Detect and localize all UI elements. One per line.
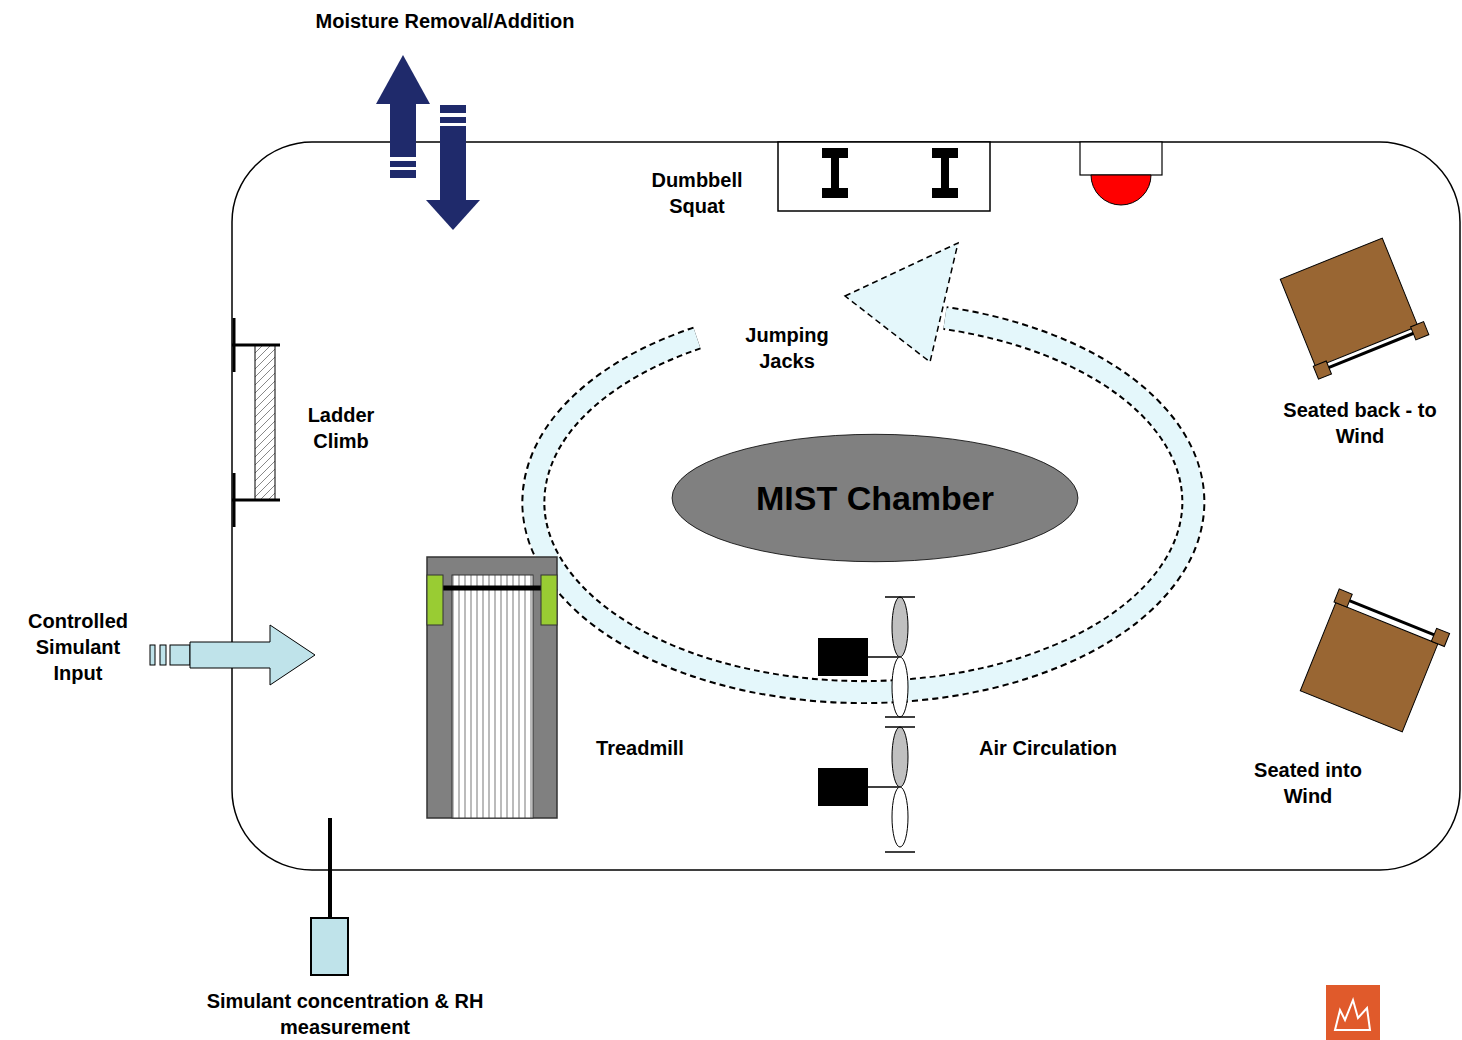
room-outline	[232, 142, 1460, 870]
station-label: Controlled Simulant Input	[18, 608, 138, 686]
logo-fragment	[1326, 985, 1380, 1040]
station-label: Simulant concentration & RH measurement	[195, 988, 495, 1040]
station-label: Air Circulation	[938, 735, 1158, 761]
chair-into-wind	[1298, 589, 1449, 735]
dumbbell-station	[778, 142, 990, 211]
warning-light	[1080, 142, 1162, 205]
chair-back-to-wind	[1278, 235, 1428, 379]
measurement-probe	[311, 818, 348, 975]
simulant-input-arrow	[150, 625, 315, 685]
station-label: Dumbbell Squat	[637, 167, 757, 219]
station-label: Seated back - to Wind	[1262, 397, 1458, 449]
station-label: Jumping Jacks	[727, 322, 847, 374]
station-label: Moisture Removal/Addition	[235, 8, 655, 34]
station-label: Ladder Climb	[286, 402, 396, 454]
station-label: Seated into Wind	[1233, 757, 1383, 809]
moisture-arrows	[376, 55, 480, 230]
ladder	[232, 318, 280, 527]
treadmill	[427, 557, 557, 818]
circulation-flow	[533, 243, 1193, 692]
chamber-title: MIST Chamber	[756, 479, 994, 518]
chamber-ellipse: MIST Chamber	[670, 433, 1080, 563]
circulation-fans	[818, 597, 915, 852]
station-label: Treadmill	[570, 735, 710, 761]
